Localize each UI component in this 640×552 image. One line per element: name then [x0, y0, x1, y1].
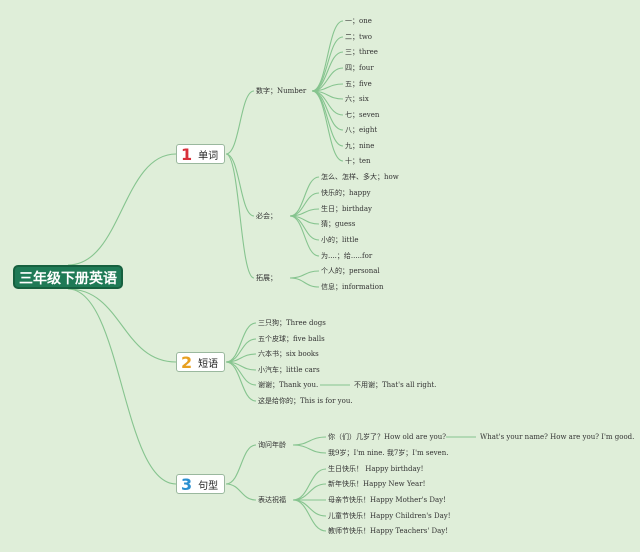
root-node: 三年级下册英语	[13, 265, 123, 289]
word-item: 个人的；personal	[321, 267, 380, 275]
sentence-answer: 我9岁；I'm nine. 我7岁；I'm seven.	[328, 449, 449, 457]
branch-phrases: 2 短语	[176, 352, 226, 372]
phrase-item: 三只狗；Three dogs	[258, 319, 326, 327]
sentence-followup: What's your name? How are you? I'm good.	[480, 433, 635, 441]
wish-item: 儿童节快乐！Happy Children's Day!	[328, 512, 451, 520]
word-item: 怎么、怎样、多大；how	[321, 173, 399, 181]
word-item: 三；three	[345, 48, 378, 56]
word-item: 信息；information	[321, 283, 384, 291]
word-item: 六；six	[345, 95, 369, 103]
group-must: 必会；	[256, 212, 277, 220]
word-item: 猜；guess	[321, 220, 356, 228]
connector-line	[225, 483, 257, 501]
branch-words: 1 单词	[176, 144, 226, 164]
connector-line	[292, 483, 327, 501]
wish-item: 母亲节快乐！Happy Mother's Day!	[328, 496, 446, 504]
phrase-item: 谢谢；Thank you.	[258, 381, 319, 389]
group-number: 数字；Number	[256, 87, 307, 95]
connector-line	[225, 322, 257, 363]
branch-number: 2	[181, 352, 193, 372]
branch-number: 1	[181, 144, 193, 164]
word-item: 十；ten	[345, 157, 371, 165]
word-item: 生日；birthday	[321, 205, 372, 213]
root-title: 三年级下册英语	[19, 271, 117, 287]
branch-label: 短语	[198, 358, 219, 370]
branch-sentences: 3 句型	[176, 474, 226, 494]
word-item: 为....；给.....for	[321, 252, 373, 260]
phrase-item: 五个皮球；five balls	[258, 335, 325, 343]
branch-label: 句型	[198, 480, 219, 492]
phrase-item: 这是给你的；This is for you.	[258, 397, 353, 405]
group-age: 询问年龄	[258, 441, 286, 449]
branch-number: 3	[181, 474, 193, 494]
phrase-reply: 不用谢；That's all right.	[354, 381, 437, 389]
connector-line	[289, 277, 320, 288]
sentence-question: 你（们）几岁了？How old are you?	[328, 433, 447, 441]
connector-line	[292, 499, 327, 517]
connector-line	[67, 288, 177, 485]
connector-line	[225, 153, 255, 217]
word-item: 快乐的；happy	[321, 189, 371, 197]
connector-line	[67, 288, 177, 363]
word-item: 七；seven	[345, 111, 380, 119]
connector-line	[311, 20, 344, 92]
connector-line	[311, 90, 344, 147]
phrase-item: 小汽车；little cars	[258, 366, 320, 374]
word-item: 五；five	[345, 80, 372, 88]
connector-line	[225, 153, 255, 279]
group-extend: 拓展；	[256, 274, 277, 282]
connector-line	[289, 215, 320, 257]
connector-line	[225, 444, 257, 485]
word-item: 八；eight	[345, 126, 378, 134]
word-item: 一；one	[345, 17, 372, 25]
connector-line	[67, 153, 177, 266]
word-item: 九；nine	[345, 142, 375, 150]
branch-label: 单词	[198, 150, 219, 162]
group-wishes: 表达祝福	[258, 496, 286, 504]
connector-line	[292, 468, 327, 501]
word-item: 二；two	[345, 33, 373, 41]
connector-line	[225, 361, 257, 402]
word-item: 小的；little	[321, 236, 359, 244]
connector-line	[292, 499, 327, 532]
connector-line	[311, 36, 344, 92]
phrase-item: 六本书；six books	[258, 350, 319, 358]
connector-line	[289, 270, 320, 279]
word-item: 四；four	[345, 64, 374, 72]
wish-item: 教师节快乐！Happy Teachers' Day!	[328, 527, 449, 535]
connector-line	[289, 176, 320, 217]
connector-line	[225, 90, 255, 155]
connector-line	[311, 90, 344, 162]
wish-item: 新年快乐！Happy New Year!	[328, 480, 426, 488]
connector-line	[292, 436, 327, 446]
connector-line	[292, 444, 327, 454]
wish-item: 生日快乐！ Happy birthday!	[328, 465, 424, 473]
